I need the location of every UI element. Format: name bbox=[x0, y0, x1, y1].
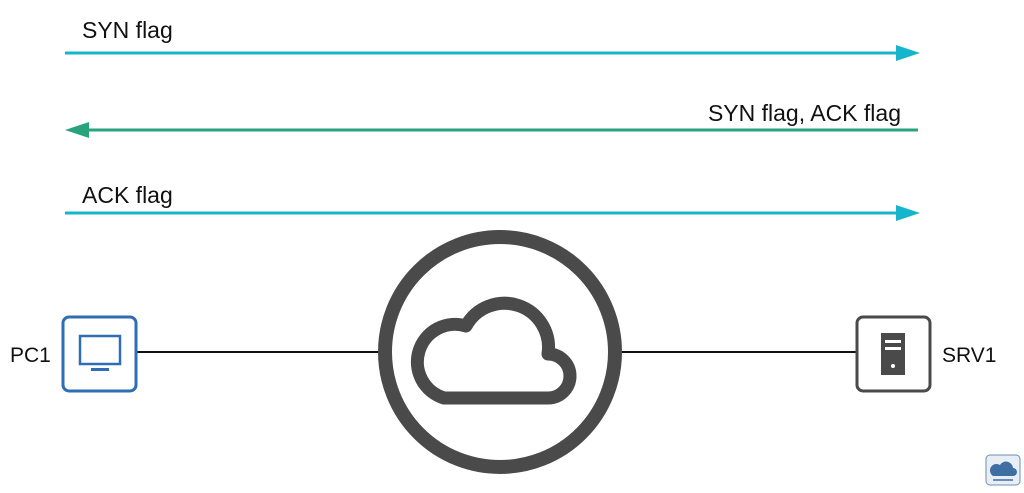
network-cloud-node[interactable] bbox=[378, 230, 622, 474]
computer-monitor-icon bbox=[78, 334, 122, 371]
pc1-node[interactable] bbox=[61, 315, 138, 393]
ack-flag-label: ACK flag bbox=[82, 182, 173, 208]
pc1-label: PC1 bbox=[10, 344, 51, 367]
syn-ack-flag-label: SYN flag, ACK flag bbox=[707, 100, 901, 126]
srv1-label: SRV1 bbox=[942, 344, 997, 367]
srv1-node[interactable] bbox=[855, 315, 932, 393]
ack-arrow bbox=[65, 205, 920, 221]
syn-arrow bbox=[65, 45, 920, 61]
syn-flag-label: SYN flag bbox=[82, 17, 173, 43]
cloud-icon bbox=[410, 296, 577, 405]
server-tower-icon bbox=[881, 333, 905, 375]
cloud-logo-icon bbox=[985, 454, 1021, 486]
syn-ack-arrow bbox=[65, 122, 918, 138]
